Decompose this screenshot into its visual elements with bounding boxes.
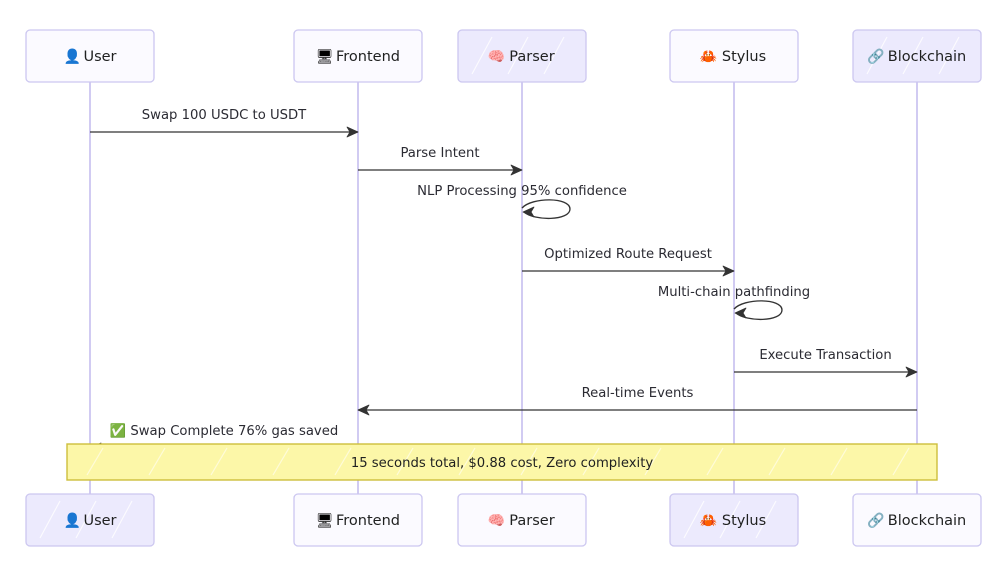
- participant-box-stylus-top[interactable]: 🦀Stylus: [669, 29, 799, 83]
- participant-box-rect: [852, 493, 982, 547]
- note-sketch-streak: [86, 447, 104, 476]
- brain-emoji: 🧠: [488, 49, 505, 65]
- participant-label-frontend: Frontend: [336, 49, 400, 65]
- message-m6[interactable]: Execute Transaction: [734, 348, 918, 378]
- self-loop-path: [521, 199, 571, 220]
- message-label: ✅ Swap Complete 76% gas saved: [110, 423, 338, 439]
- bust-in-silhouette-emoji: 👤: [64, 48, 81, 65]
- box-sketch-streak: [471, 36, 493, 75]
- bust-in-silhouette-emoji: 👤: [64, 512, 81, 529]
- message-m4[interactable]: Optimized Route Request: [522, 247, 735, 277]
- arrow-head: [734, 307, 747, 319]
- message-label: Multi-chain pathfinding: [658, 285, 810, 300]
- link-emoji: 🔗: [867, 511, 885, 529]
- participant-label-blockchain: Blockchain: [888, 513, 966, 529]
- note-layer: 15 seconds total, $0.88 cost, Zero compl…: [66, 443, 938, 481]
- message-m2[interactable]: Parse Intent: [358, 146, 523, 176]
- self-loop-path: [733, 300, 783, 321]
- link-emoji: 🔗: [867, 47, 885, 65]
- box-sketch-streak: [755, 500, 777, 539]
- message-label: Real-time Events: [582, 386, 694, 401]
- participant-label-frontend: Frontend: [336, 513, 400, 529]
- box-sketch-streak: [111, 500, 133, 539]
- participant-box-blockchain-top[interactable]: 🔗Blockchain: [852, 29, 982, 83]
- participant-box-frontend-bottom[interactable]: 🖥Frontend: [293, 493, 423, 547]
- desktop-computer-emoji: 🖥: [316, 512, 334, 529]
- participant-label-parser: Parser: [509, 513, 554, 529]
- box-sketch-streak: [902, 36, 924, 75]
- arrow-head: [510, 164, 523, 176]
- participant-box-rect: [25, 29, 155, 83]
- participant-box-rect: [457, 29, 587, 83]
- note-sketch-streak: [768, 447, 786, 476]
- note-sketch-streak: [148, 447, 166, 476]
- arrow-head: [357, 404, 370, 416]
- participant-box-rect: [669, 29, 799, 83]
- message-label: Execute Transaction: [759, 348, 891, 363]
- note-text: 15 seconds total, $0.88 cost, Zero compl…: [351, 456, 654, 471]
- participant-box-stylus-bottom[interactable]: 🦀Stylus: [669, 493, 799, 547]
- note-sketch-streak: [892, 447, 910, 476]
- message-m3[interactable]: NLP Processing 95% confidence: [417, 184, 627, 220]
- message-label: Optimized Route Request: [544, 247, 712, 262]
- arrow-head: [346, 126, 359, 138]
- message-label: Swap 100 USDC to USDT: [142, 108, 307, 123]
- note-sketch-streak: [582, 447, 600, 476]
- participant-box-rect: [852, 29, 982, 83]
- participant-boxes-top: 👤User 🖥Frontend 🧠Parser 🦀Stylus 🔗Blockchain: [25, 29, 982, 83]
- box-sketch-streak: [866, 36, 888, 75]
- note-sketch-streak: [830, 447, 848, 476]
- crab-emoji: 🦀: [700, 49, 718, 65]
- desktop-computer-emoji: 🖥: [316, 48, 334, 65]
- box-sketch-streak: [75, 500, 97, 539]
- participant-box-rect: [25, 493, 155, 547]
- box-sketch-streak: [39, 500, 61, 539]
- participant-label-user: User: [83, 49, 116, 65]
- participant-box-rect: [457, 493, 587, 547]
- message-label: Parse Intent: [400, 146, 479, 161]
- note-sketch-streak: [458, 447, 476, 476]
- note-sketch-streak: [706, 447, 724, 476]
- arrow-head: [905, 366, 918, 378]
- participant-box-user-bottom[interactable]: 👤User: [25, 493, 155, 547]
- participant-label-stylus: Stylus: [722, 513, 766, 529]
- box-sketch-streak: [507, 36, 529, 75]
- box-sketch-streak: [719, 500, 741, 539]
- box-sketch-streak: [543, 36, 565, 75]
- message-m7[interactable]: Real-time Events: [357, 386, 917, 416]
- participant-boxes-bottom: 👤User 🖥Frontend 🧠Parser 🦀Stylus 🔗Blockchain: [25, 493, 982, 547]
- brain-emoji: 🧠: [488, 513, 505, 529]
- summary-note: 15 seconds total, $0.88 cost, Zero compl…: [66, 443, 938, 481]
- participant-label-user: User: [83, 513, 116, 529]
- participant-box-frontend-top[interactable]: 🖥Frontend: [293, 29, 423, 83]
- note-sketch-streak: [520, 447, 538, 476]
- arrow-head: [722, 265, 735, 277]
- note-sketch-streak: [334, 447, 352, 476]
- box-sketch-streak: [683, 500, 705, 539]
- note-sketch-streak: [272, 447, 290, 476]
- arrow-head: [522, 206, 535, 218]
- participant-label-parser: Parser: [509, 49, 554, 65]
- note-sketch-streak: [396, 447, 414, 476]
- note-sketch-streak: [210, 447, 228, 476]
- participant-box-parser-top[interactable]: 🧠Parser: [457, 29, 587, 83]
- participant-box-rect: [293, 493, 423, 547]
- crab-emoji: 🦀: [700, 513, 718, 529]
- participant-box-parser-bottom[interactable]: 🧠Parser: [457, 493, 587, 547]
- message-m1[interactable]: Swap 100 USDC to USDT: [90, 108, 359, 138]
- lifelines-layer: [89, 82, 918, 494]
- note-sketch-streak: [644, 447, 662, 476]
- message-label: NLP Processing 95% confidence: [417, 184, 627, 199]
- participant-label-blockchain: Blockchain: [888, 49, 966, 65]
- message-m5[interactable]: Multi-chain pathfinding: [658, 285, 810, 321]
- participant-box-rect: [669, 493, 799, 547]
- participant-box-rect: [293, 29, 423, 83]
- participant-label-stylus: Stylus: [722, 49, 766, 65]
- box-sketch-streak: [938, 36, 960, 75]
- participant-box-blockchain-bottom[interactable]: 🔗Blockchain: [852, 493, 982, 547]
- participant-box-user-top[interactable]: 👤User: [25, 29, 155, 83]
